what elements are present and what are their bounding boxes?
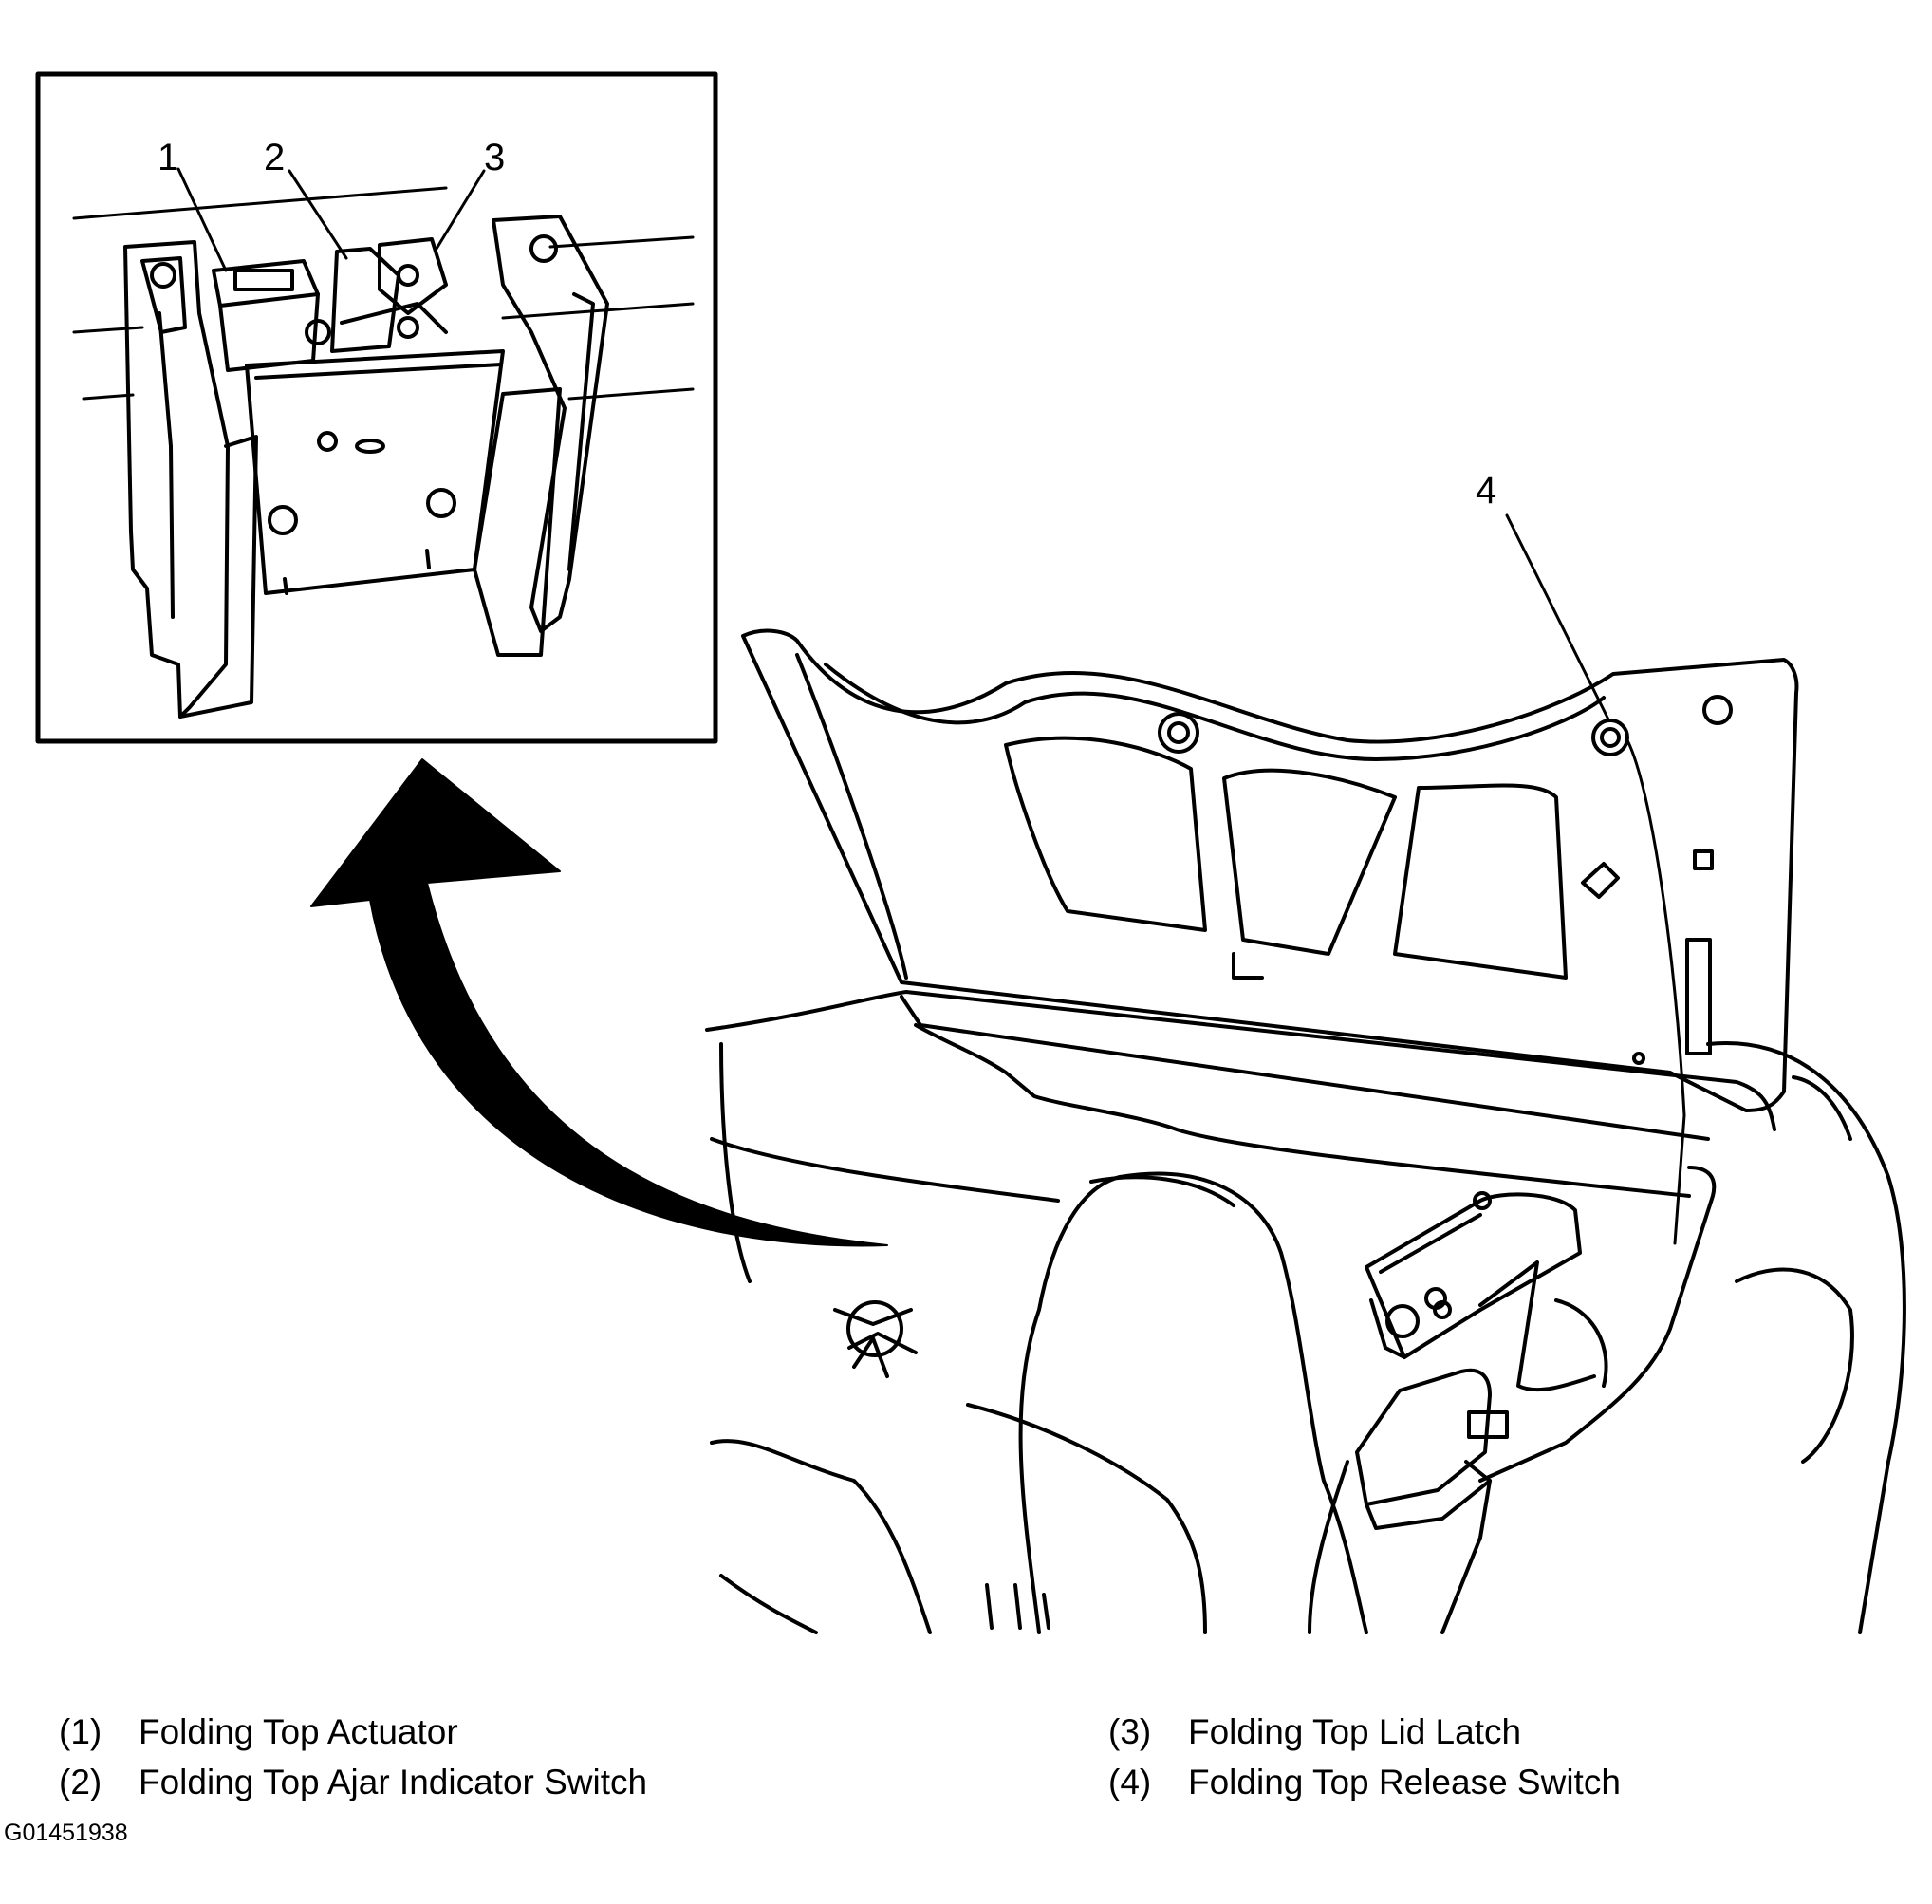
legend-index: (2) xyxy=(59,1763,102,1801)
trunk-view: 4 xyxy=(705,470,1906,1634)
inset-frame xyxy=(35,71,718,744)
legend-index: (3) xyxy=(1108,1712,1152,1751)
emblem xyxy=(833,1300,918,1378)
callout-line-2 xyxy=(288,169,348,260)
trunk-lid xyxy=(741,628,1799,1112)
legend-item-2: (2) Folding Top Ajar Indicator Switch xyxy=(59,1764,647,1800)
inset-left-bracket xyxy=(123,240,258,719)
inset-center-plate xyxy=(245,349,505,595)
callout-1: 1 xyxy=(158,137,178,178)
release-switch xyxy=(1591,719,1629,756)
callout-2: 2 xyxy=(264,137,285,178)
figure-id: G01451938 xyxy=(4,1820,128,1846)
callout-3: 3 xyxy=(484,137,505,178)
callout-line-4 xyxy=(1505,513,1610,721)
inset-actuator xyxy=(212,259,320,372)
curved-arrow xyxy=(310,758,888,1247)
legend-label: Folding Top Release Switch xyxy=(1188,1763,1621,1801)
legend-label: Folding Top Lid Latch xyxy=(1188,1712,1522,1751)
legend-label: Folding Top Ajar Indicator Switch xyxy=(139,1763,648,1801)
legend-item-1: (1) Folding Top Actuator xyxy=(59,1714,458,1749)
legend-item-3: (3) Folding Top Lid Latch xyxy=(1108,1714,1521,1749)
callout-line-3 xyxy=(435,169,486,251)
inset-latch-assembly xyxy=(305,237,448,353)
headrest xyxy=(1018,1171,1368,1634)
legend-index: (1) xyxy=(59,1712,102,1751)
legend-index: (4) xyxy=(1108,1763,1152,1801)
callout-line-1 xyxy=(176,167,228,272)
diagram-illustration: 1 2 3 4 xyxy=(35,71,1906,1634)
callout-4: 4 xyxy=(1476,470,1496,512)
legend-label: Folding Top Actuator xyxy=(139,1712,458,1751)
inset-detail: 1 2 3 xyxy=(35,71,718,744)
trunk-actuator xyxy=(1308,1368,1509,1634)
inset-right-bracket xyxy=(473,215,609,657)
legend-item-4: (4) Folding Top Release Switch xyxy=(1108,1764,1621,1800)
trunk-latch xyxy=(1365,1191,1608,1392)
